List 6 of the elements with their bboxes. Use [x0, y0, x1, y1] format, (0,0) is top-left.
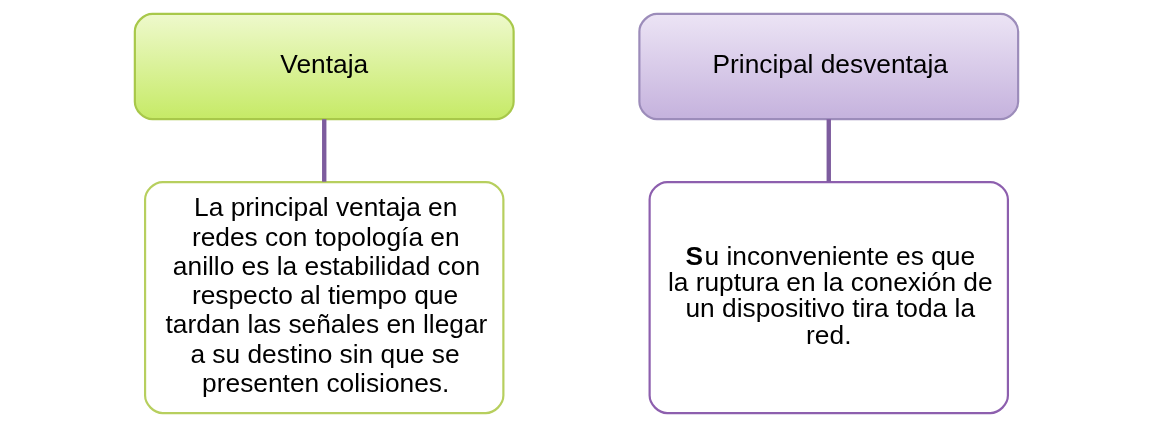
connector [826, 119, 831, 182]
node-box: La principal ventaja en redes con topología en anillo es la estabilidad con respecto al tiempo que tardan las señales en llegar a su destino sin que se presenten colisiones. [144, 180, 505, 415]
node-box: Principal desventaja [638, 12, 1020, 121]
node-box: Ventaja [133, 12, 515, 121]
node-box: Su inconveniente es que la ruptura en la conexión de un dispositivo tira toda la red. [648, 180, 1009, 415]
connector [322, 119, 327, 182]
